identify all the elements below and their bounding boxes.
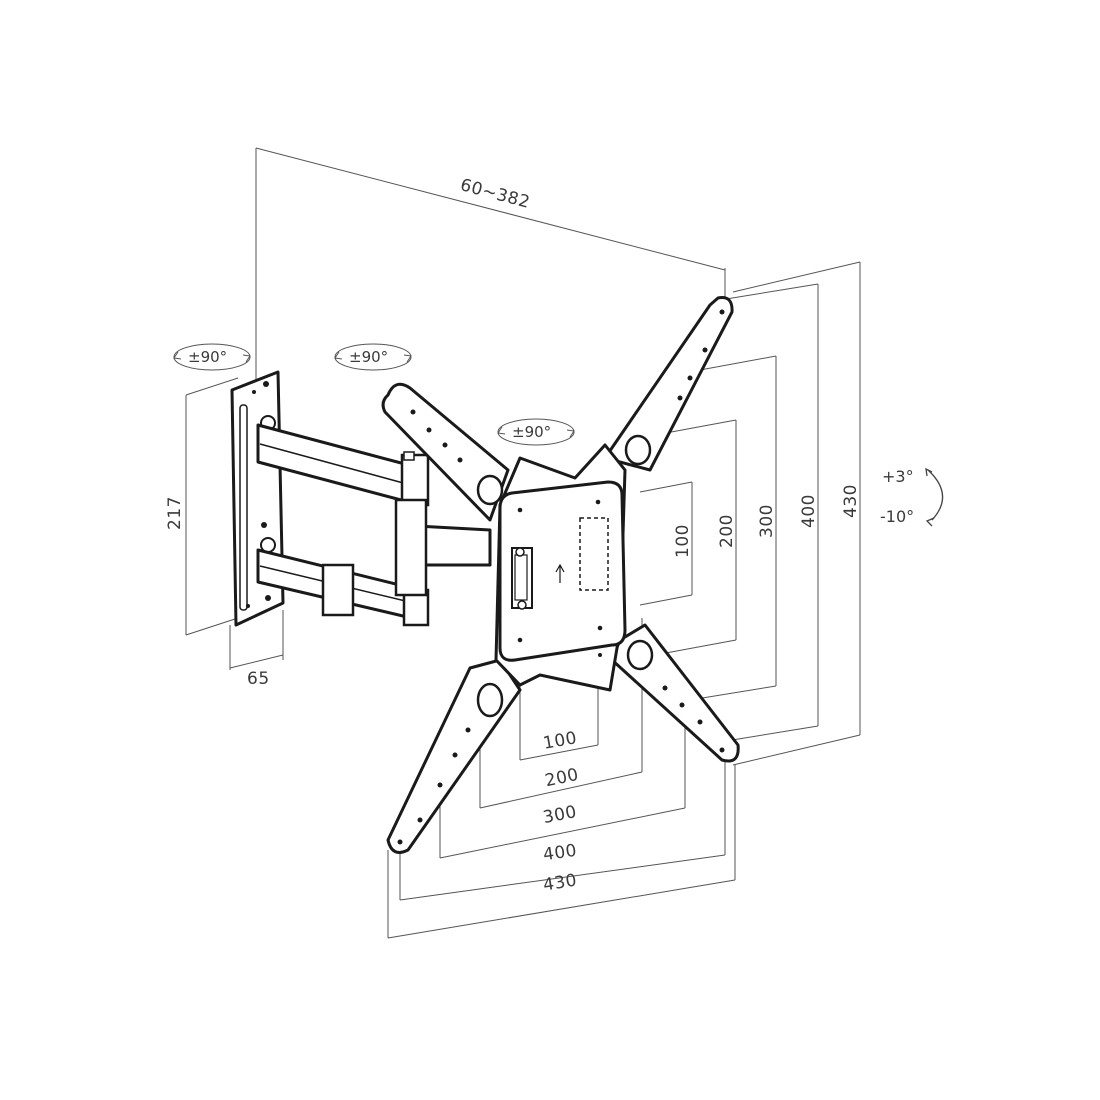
arm-swivel-label: ±90° <box>349 348 388 366</box>
vesa-v-400-label: 400 <box>799 494 819 528</box>
wall-plate-height-label: 217 <box>165 496 185 530</box>
tilt-up-label: +3° <box>882 467 914 486</box>
wall-plate-depth-label: 65 <box>247 669 270 689</box>
tilt-indicator: +3° -10° <box>880 467 944 527</box>
plate-rotation-label: ±90° <box>512 423 551 441</box>
plate-rotation-badge: ±90° <box>497 418 575 446</box>
vesa-bracket-arms <box>381 296 740 854</box>
vesa-v-200-label: 200 <box>717 514 737 548</box>
upper-arm <box>256 423 430 507</box>
arm-swivel-badge: ±90° <box>334 343 412 371</box>
vesa-v-430-label: 430 <box>841 484 861 518</box>
vesa-center-plate <box>494 443 627 692</box>
vesa-h-400-label: 400 <box>542 841 578 866</box>
vesa-h-300-label: 300 <box>541 802 578 828</box>
dimension-lines <box>185 147 861 939</box>
vesa-h-430-label: 430 <box>542 870 579 895</box>
joint-arm <box>394 498 492 597</box>
wall-swivel-label: ±90° <box>188 348 227 366</box>
arm-extension-label: 60~382 <box>458 175 532 213</box>
tilt-down-label: -10° <box>880 507 914 526</box>
wall-swivel-badge: ±90° <box>173 343 251 371</box>
vesa-v-300-label: 300 <box>757 504 777 538</box>
vesa-v-100-label: 100 <box>673 524 693 558</box>
